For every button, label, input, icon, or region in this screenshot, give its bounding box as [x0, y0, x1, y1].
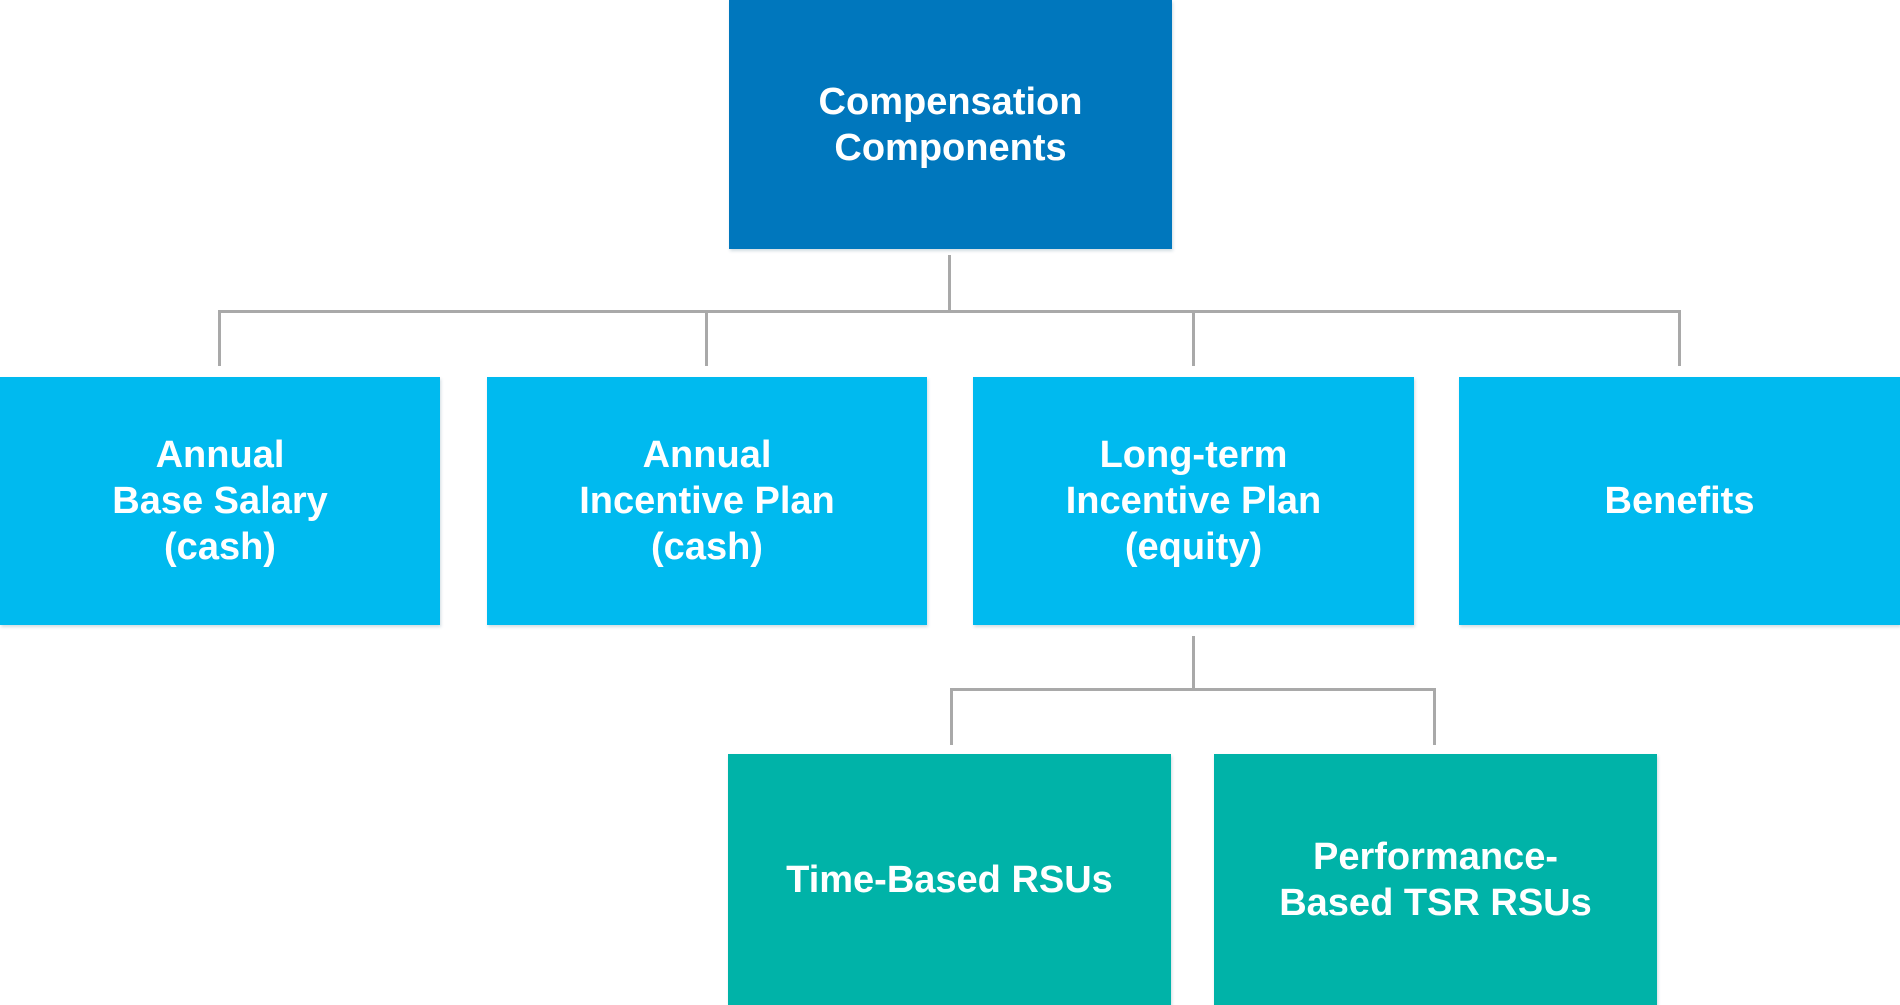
node-label-line: Compensation [818, 80, 1083, 123]
node-long-term-incentive-plan: Long-term Incentive Plan (equity) [973, 377, 1414, 625]
node-label-line: (cash) [651, 526, 763, 568]
node-label-line: Long-term [1099, 434, 1288, 476]
node-label-line: (cash) [164, 526, 276, 568]
connector-lti-stem [1192, 636, 1195, 690]
node-annual-incentive-plan: Annual Incentive Plan (cash) [487, 377, 927, 625]
node-label-line: Components [834, 126, 1067, 169]
node-label-line: (equity) [1124, 526, 1263, 568]
node-label-line: Time-Based RSUs [786, 858, 1113, 901]
node-label-line: Annual [642, 434, 772, 476]
node-label-line: Annual [155, 434, 285, 476]
node-label-line: Performance- [1313, 835, 1558, 878]
connector-tick-performance-tsr-rsus [1433, 688, 1436, 745]
connector-tick-annual-incentive [705, 310, 708, 366]
connector-tick-time-based-rsus [950, 688, 953, 745]
node-label-line: Based TSR RSUs [1279, 881, 1592, 924]
connector-root-stem [948, 255, 951, 311]
connector-tick-benefits [1678, 310, 1681, 366]
connector-level2-bar [218, 310, 1681, 313]
node-compensation-components: Compensation Components [729, 0, 1172, 249]
node-performance-based-tsr-rsus: Performance- Based TSR RSUs [1214, 754, 1657, 1005]
connector-tick-long-term-incentive [1192, 310, 1195, 366]
node-label-line: Base Salary [112, 480, 328, 522]
node-label-line: Incentive Plan [1065, 480, 1322, 522]
node-time-based-rsus: Time-Based RSUs [728, 754, 1171, 1005]
node-benefits: Benefits [1459, 377, 1900, 625]
node-label-line: Incentive Plan [579, 480, 835, 522]
node-annual-base-salary: Annual Base Salary (cash) [0, 377, 440, 625]
node-label-line: Benefits [1604, 480, 1755, 522]
connector-tick-base-salary [218, 310, 221, 366]
connector-level3-bar [950, 688, 1436, 691]
